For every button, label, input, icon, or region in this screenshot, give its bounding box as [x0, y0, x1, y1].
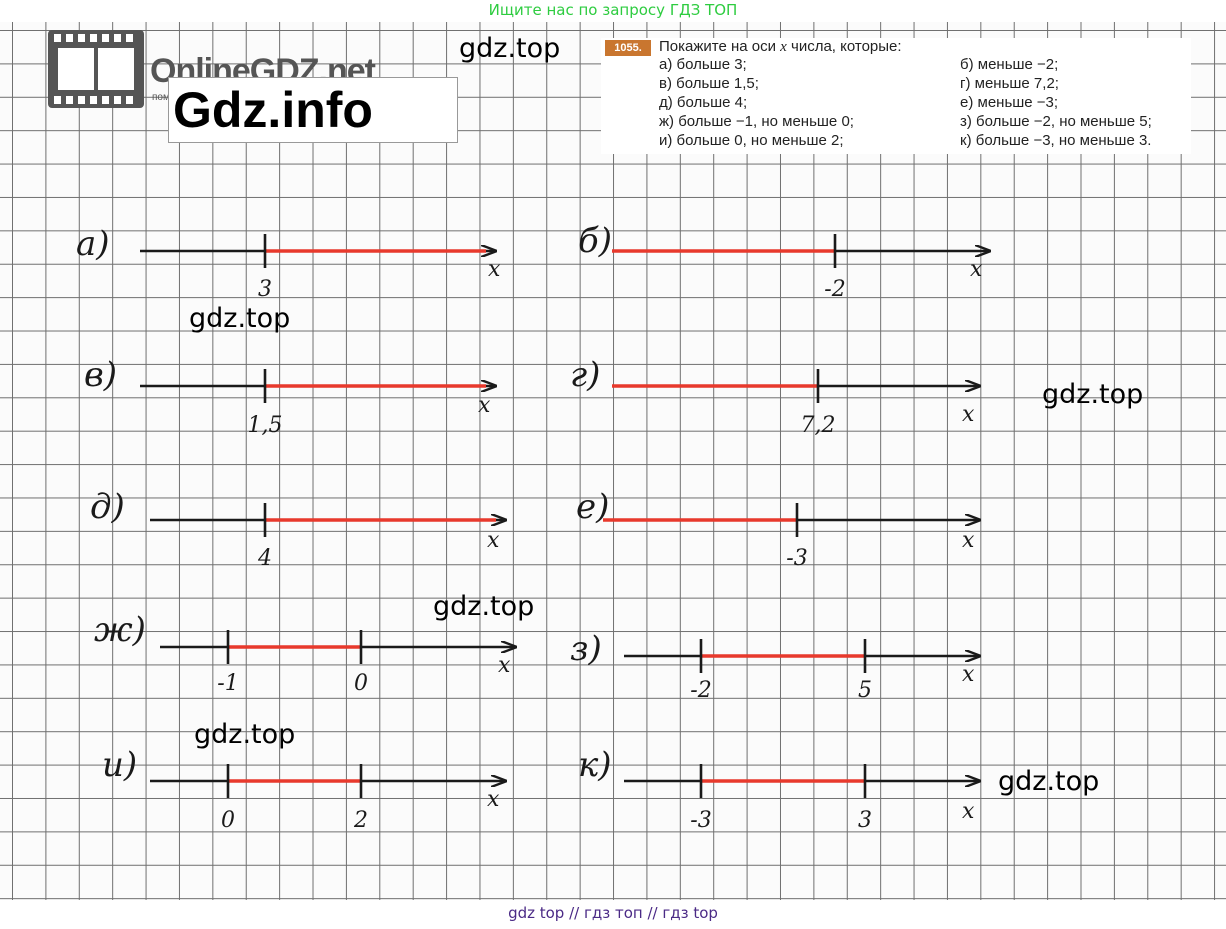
item-label: з) — [570, 629, 602, 669]
axis-variable-label: x — [487, 787, 500, 812]
task-item-z: з) больше −2, но меньше 5; — [960, 113, 1152, 130]
tick-label: 0 — [221, 808, 235, 833]
item-label: е) — [576, 487, 609, 527]
watermark-5: gdz.top — [194, 719, 296, 750]
axis-variable-label: x — [970, 257, 983, 282]
number-line-5: 4 x д) — [90, 487, 506, 571]
number-line-4: 7,2 x г) — [570, 355, 980, 438]
item-label: а) — [76, 224, 110, 264]
watermark-3: gdz.top — [1042, 379, 1144, 410]
tick-label: 3 — [858, 808, 872, 833]
film-frame-left — [58, 48, 94, 90]
tick-label: 2 — [353, 808, 368, 833]
task-item-zh: ж) больше −1, но меньше 0; — [659, 113, 854, 130]
number-line-10: -3 3 x к) — [578, 745, 980, 833]
item-label: в) — [84, 355, 117, 395]
logo-subtext: пом — [152, 92, 170, 103]
number-line-8: -2 5 x з) — [570, 629, 980, 703]
number-line-1: 3 x а) — [76, 224, 501, 302]
task-item-v: в) больше 1,5; — [659, 75, 759, 92]
bottom-banner: gdz top // гдз топ // гдз top — [508, 904, 718, 922]
axis-variable-label: x — [962, 528, 975, 553]
task-item-a: а) больше 3; — [659, 56, 747, 73]
tick-label: -2 — [690, 678, 711, 703]
number-line-6: -3 x е) — [576, 487, 980, 571]
tick-label: -2 — [824, 277, 845, 302]
item-label: г) — [570, 355, 600, 395]
tick-label: 7,2 — [801, 413, 836, 438]
watermark-2: gdz.top — [189, 303, 291, 334]
tick-label: -3 — [786, 546, 807, 571]
item-label: к) — [578, 745, 612, 785]
axis-variable-label: x — [962, 402, 975, 427]
axis-variable-label: x — [962, 662, 975, 687]
top-banner: Ищите нас по запросу ГДЗ ТОП — [488, 1, 738, 19]
task-number-badge: 1055. — [605, 40, 651, 56]
film-logo-icon — [48, 30, 144, 108]
number-line-7: -1 0 x ж) — [94, 610, 516, 696]
item-label: д) — [90, 487, 125, 527]
grid-sheet — [0, 22, 1226, 900]
number-line-3: 1,5 x в) — [84, 355, 496, 438]
tick-label: 5 — [858, 678, 872, 703]
axis-variable-label: x — [962, 799, 975, 824]
tick-label: 4 — [257, 546, 272, 571]
task-item-d: д) больше 4; — [659, 94, 748, 111]
task-item-k: к) больше −3, но меньше 3. — [960, 132, 1152, 149]
tick-label: 3 — [258, 277, 272, 302]
task-item-b: б) меньше −2; — [960, 56, 1059, 73]
gdz-info-overlay: Gdz.info — [168, 77, 458, 143]
axis-variable-label: x — [478, 393, 491, 418]
gdz-info-title: Gdz.info — [173, 82, 373, 138]
watermark-6: gdz.top — [998, 766, 1100, 797]
item-label: б) — [578, 221, 612, 261]
film-frame-right — [98, 48, 134, 90]
tick-label: -1 — [217, 671, 238, 696]
item-label: ж) — [94, 610, 146, 650]
tick-label: -3 — [690, 808, 711, 833]
item-label: и) — [102, 745, 137, 785]
task-item-i: и) больше 0, но меньше 2; — [659, 132, 844, 149]
tick-label: 0 — [354, 671, 368, 696]
axis-variable-label: x — [488, 257, 501, 282]
axis-variable-label: x — [487, 528, 500, 553]
number-line-9: 0 2 x и) — [102, 745, 506, 833]
task-statement: 1055. Покажите на оси x числа, которые: … — [601, 38, 1191, 154]
number-line-2: -2 x б) — [578, 221, 990, 302]
axis-variable-label: x — [498, 653, 511, 678]
task-item-g: г) меньше 7,2; — [960, 75, 1059, 92]
watermark-4: gdz.top — [433, 591, 535, 622]
task-item-e: е) меньше −3; — [960, 94, 1059, 111]
watermark-1: gdz.top — [459, 33, 561, 64]
task-title: Покажите на оси x числа, которые: — [659, 38, 902, 55]
tick-label: 1,5 — [248, 413, 283, 438]
